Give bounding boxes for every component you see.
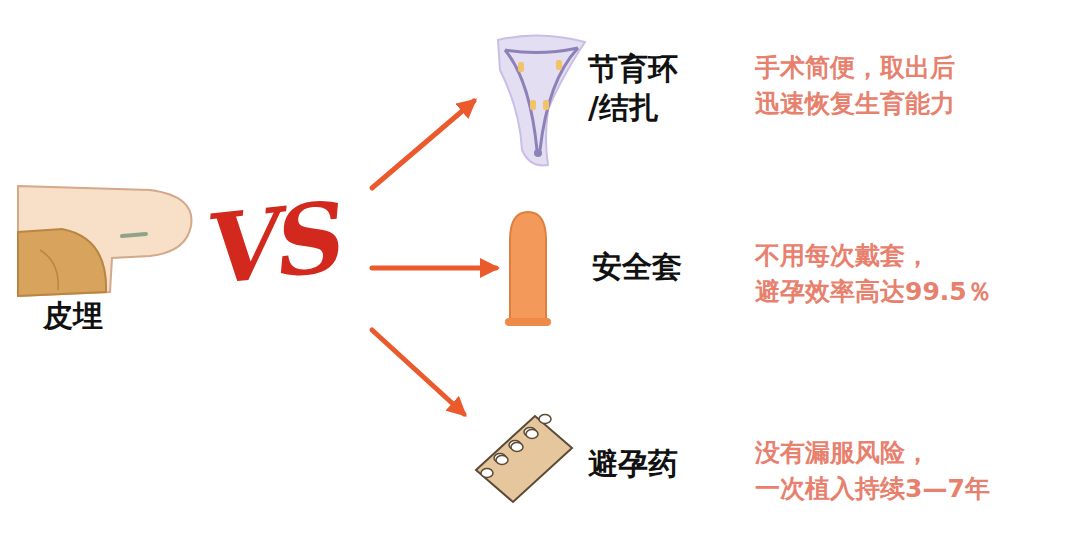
iud-icon xyxy=(498,35,585,165)
method-name: 节育环 /结扎 xyxy=(588,49,687,127)
method-item: 节育环 /结扎 xyxy=(478,35,708,170)
benefit-note: 没有漏服风险， 一次植入持续3—7年 xyxy=(755,435,995,508)
method-item: 避孕药 xyxy=(468,408,710,508)
method-name: 避孕药 xyxy=(588,444,678,483)
condom-icon xyxy=(505,212,551,326)
method-name: 皮埋 xyxy=(43,296,103,335)
arrow-connector xyxy=(372,330,464,414)
pill xyxy=(539,415,551,424)
pill xyxy=(511,443,523,452)
vs-mark: VS xyxy=(203,189,344,298)
benefit-note: 不用每次戴套， 避孕效率高达99.5％ xyxy=(755,238,995,311)
benefit-note: 手术简便，取出后 迅速恢复生育能力 xyxy=(755,50,965,123)
pill xyxy=(526,430,538,439)
pill xyxy=(496,456,508,465)
pill-pack-icon xyxy=(476,415,572,503)
arm-illustration xyxy=(18,186,191,296)
arrow-connector xyxy=(372,266,496,271)
pill xyxy=(481,469,493,478)
method-name: 安全套 xyxy=(592,247,682,286)
arrow-connector xyxy=(372,101,474,188)
method-item: 安全套 xyxy=(500,205,710,330)
